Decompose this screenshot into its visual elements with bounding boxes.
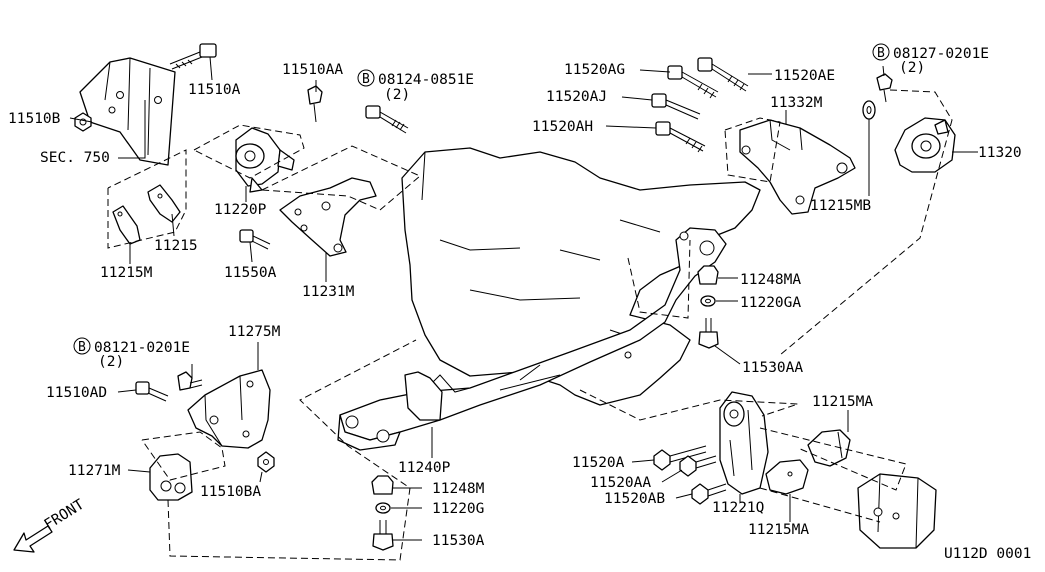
bracket-11215[interactable] — [147, 184, 181, 223]
label-11530AA: 11530AA — [742, 360, 803, 376]
label-11520AA: 11520AA — [590, 475, 651, 491]
label-11215MB: 11215MB — [810, 198, 871, 214]
label-11248M: 11248M — [432, 481, 485, 497]
label-11215: 11215 — [154, 238, 198, 254]
insulator-11248M[interactable] — [371, 475, 394, 495]
diagram-code: U112D 0001 — [944, 546, 1031, 562]
insulator-11221Q[interactable] — [719, 391, 769, 495]
label-11510A: 11510A — [188, 82, 241, 98]
washer-11220GA[interactable] — [700, 295, 716, 307]
label-08121-0201E: 08121-0201E — [94, 340, 190, 356]
label-08127-qty: (2) — [899, 60, 925, 76]
label-11220GA: 11220GA — [740, 295, 801, 311]
label-08127-0201E: 08127-0201E — [893, 46, 989, 62]
label-08124-0851E: 08124-0851E — [378, 72, 474, 88]
label-11231M: 11231M — [302, 284, 355, 300]
part-labels: 11510B 11510A SEC. 750 11510AA 08124-085… — [8, 46, 1031, 562]
bracket-11231M[interactable] — [279, 177, 377, 257]
label-11550A: 11550A — [224, 265, 277, 281]
bolt-marker-08121: B — [73, 337, 91, 355]
washer-11215MB[interactable] — [862, 100, 876, 120]
bracket-11275M[interactable] — [187, 369, 271, 449]
bolt-11510A[interactable] — [169, 43, 217, 70]
bracket-11215MA-lower[interactable] — [765, 459, 809, 495]
dashed-guide-rear-mount — [627, 239, 691, 319]
label-11510B: 11510B — [8, 111, 61, 127]
bolt-11550A[interactable] — [239, 229, 271, 250]
label-11520AH: 11520AH — [532, 119, 593, 135]
bolt-11520AA[interactable] — [679, 455, 717, 477]
bolt-08124-0851E[interactable] — [365, 105, 409, 134]
label-11520AE: 11520AE — [774, 68, 835, 84]
label-11520AB: 11520AB — [604, 491, 665, 507]
label-11215M: 11215M — [100, 265, 153, 281]
label-11520A: 11520A — [572, 455, 625, 471]
dashed-guide-1215 — [107, 149, 187, 249]
dashed-guide-crossmember-left — [167, 339, 417, 561]
bracket-11332M[interactable] — [739, 119, 856, 215]
dashed-guide-332M — [724, 117, 781, 183]
nut-11510BA[interactable] — [257, 451, 275, 473]
label-11215MA-bottom: 11215MA — [748, 522, 809, 538]
bracket-rear-mount[interactable] — [857, 473, 937, 549]
label-08121-qty: (2) — [98, 354, 124, 370]
label-11221Q: 11221Q — [712, 500, 764, 516]
label-11520AJ: 11520AJ — [546, 89, 607, 105]
bolt-11530AA[interactable] — [698, 318, 719, 349]
front-label: FRONT — [42, 497, 88, 534]
label-11240P: 11240P — [398, 460, 451, 476]
label-11332M: 11332M — [770, 95, 823, 111]
bracket-sec-750[interactable] — [79, 57, 176, 166]
label-11275M: 11275M — [228, 324, 281, 340]
bolt-marker-08124: B — [357, 69, 375, 87]
bolt-11520AG[interactable] — [667, 65, 719, 99]
bolt-11530A[interactable] — [372, 520, 394, 551]
leader-lines — [69, 56, 978, 541]
dashed-guide-231M — [261, 145, 421, 211]
svg-text:B: B — [362, 72, 370, 87]
bolt-11510AD[interactable] — [135, 381, 169, 402]
svg-text:B: B — [877, 46, 885, 61]
nut-11510AA[interactable] — [307, 85, 323, 123]
dashed-guide-221Q — [579, 389, 799, 421]
label-11520AG: 11520AG — [564, 62, 625, 78]
bolt-08127-0201E[interactable] — [876, 73, 893, 103]
label-11530A: 11530A — [432, 533, 485, 549]
bolt-11520AJ[interactable] — [651, 93, 701, 120]
crossmember-11240P[interactable] — [337, 227, 727, 451]
engine-block — [401, 147, 761, 406]
insulator-11220P[interactable] — [235, 127, 295, 193]
dashed-guide-11320 — [779, 89, 953, 356]
dashed-guide-215MA — [759, 427, 907, 523]
dashed-guide-271M — [141, 431, 226, 481]
dashed-guide-220P — [193, 124, 305, 179]
insulator-11271M[interactable] — [149, 453, 193, 501]
label-11215MA-top: 11215MA — [812, 394, 873, 410]
label-11248MA: 11248MA — [740, 272, 801, 288]
label-11271M: 11271M — [68, 463, 121, 479]
insulator-11320[interactable] — [894, 117, 956, 173]
bolt-11520AB[interactable] — [691, 483, 727, 505]
label-11220G: 11220G — [432, 501, 484, 517]
front-direction-arrow: FRONT — [13, 497, 88, 553]
svg-text:B: B — [78, 340, 86, 355]
bolt-11520AH[interactable] — [655, 121, 706, 153]
label-11510AD: 11510AD — [46, 385, 107, 401]
bolt-08121-0201E[interactable] — [177, 371, 203, 391]
label-11320: 11320 — [978, 145, 1022, 161]
label-11510BA: 11510BA — [200, 484, 261, 500]
insulator-11248MA[interactable] — [697, 265, 719, 285]
washer-11220G[interactable] — [375, 502, 391, 514]
bolt-11520AE[interactable] — [697, 57, 749, 92]
bracket-11215M[interactable] — [112, 205, 141, 245]
bolt-11520A[interactable] — [653, 445, 707, 471]
bolt-marker-08127: B — [872, 43, 890, 61]
bracket-11215MA-upper[interactable] — [807, 429, 851, 467]
label-11220P: 11220P — [214, 202, 267, 218]
label-08124-qty: (2) — [384, 87, 410, 103]
label-sec-750: SEC. 750 — [40, 150, 110, 166]
label-11510AA: 11510AA — [282, 62, 343, 78]
